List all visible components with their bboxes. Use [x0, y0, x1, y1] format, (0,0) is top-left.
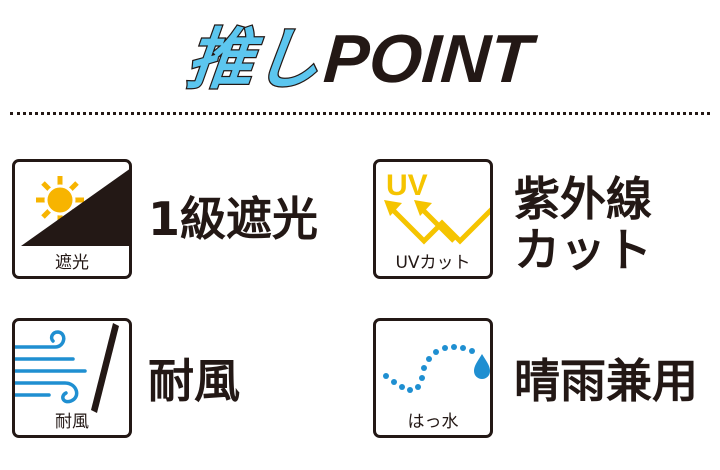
uv-icon-text: UV: [386, 169, 428, 202]
sun-shade-icon: [21, 169, 129, 246]
feature-label-uv-line1: 紫外線: [514, 172, 652, 226]
water-drop-icon: [383, 344, 490, 393]
title-accent: 推し: [182, 20, 327, 100]
wind-icon: [15, 323, 119, 413]
uv-badge-caption: UVカット: [395, 253, 471, 273]
title-main: POINT: [321, 21, 535, 97]
dotted-divider: [10, 112, 710, 115]
feature-label-uv-line2: カット: [514, 223, 652, 277]
wind-badge-caption: 耐風: [55, 412, 89, 432]
feature-label-wind: 耐風: [148, 354, 240, 408]
wind-badge: 耐風: [12, 318, 132, 438]
uv-badge: UV UVカット: [373, 159, 493, 279]
page-title: 推しPOINT: [0, 6, 720, 100]
feature-label-all-weather: 晴雨兼用: [514, 354, 698, 408]
feature-label-shade: 1級遮光: [148, 192, 319, 246]
shade-badge: 遮光: [12, 159, 132, 279]
water-badge: はっ水: [373, 318, 493, 438]
uv-arrows-icon: UV: [384, 169, 490, 245]
shade-badge-caption: 遮光: [55, 253, 89, 273]
water-badge-caption: はっ水: [407, 412, 459, 432]
